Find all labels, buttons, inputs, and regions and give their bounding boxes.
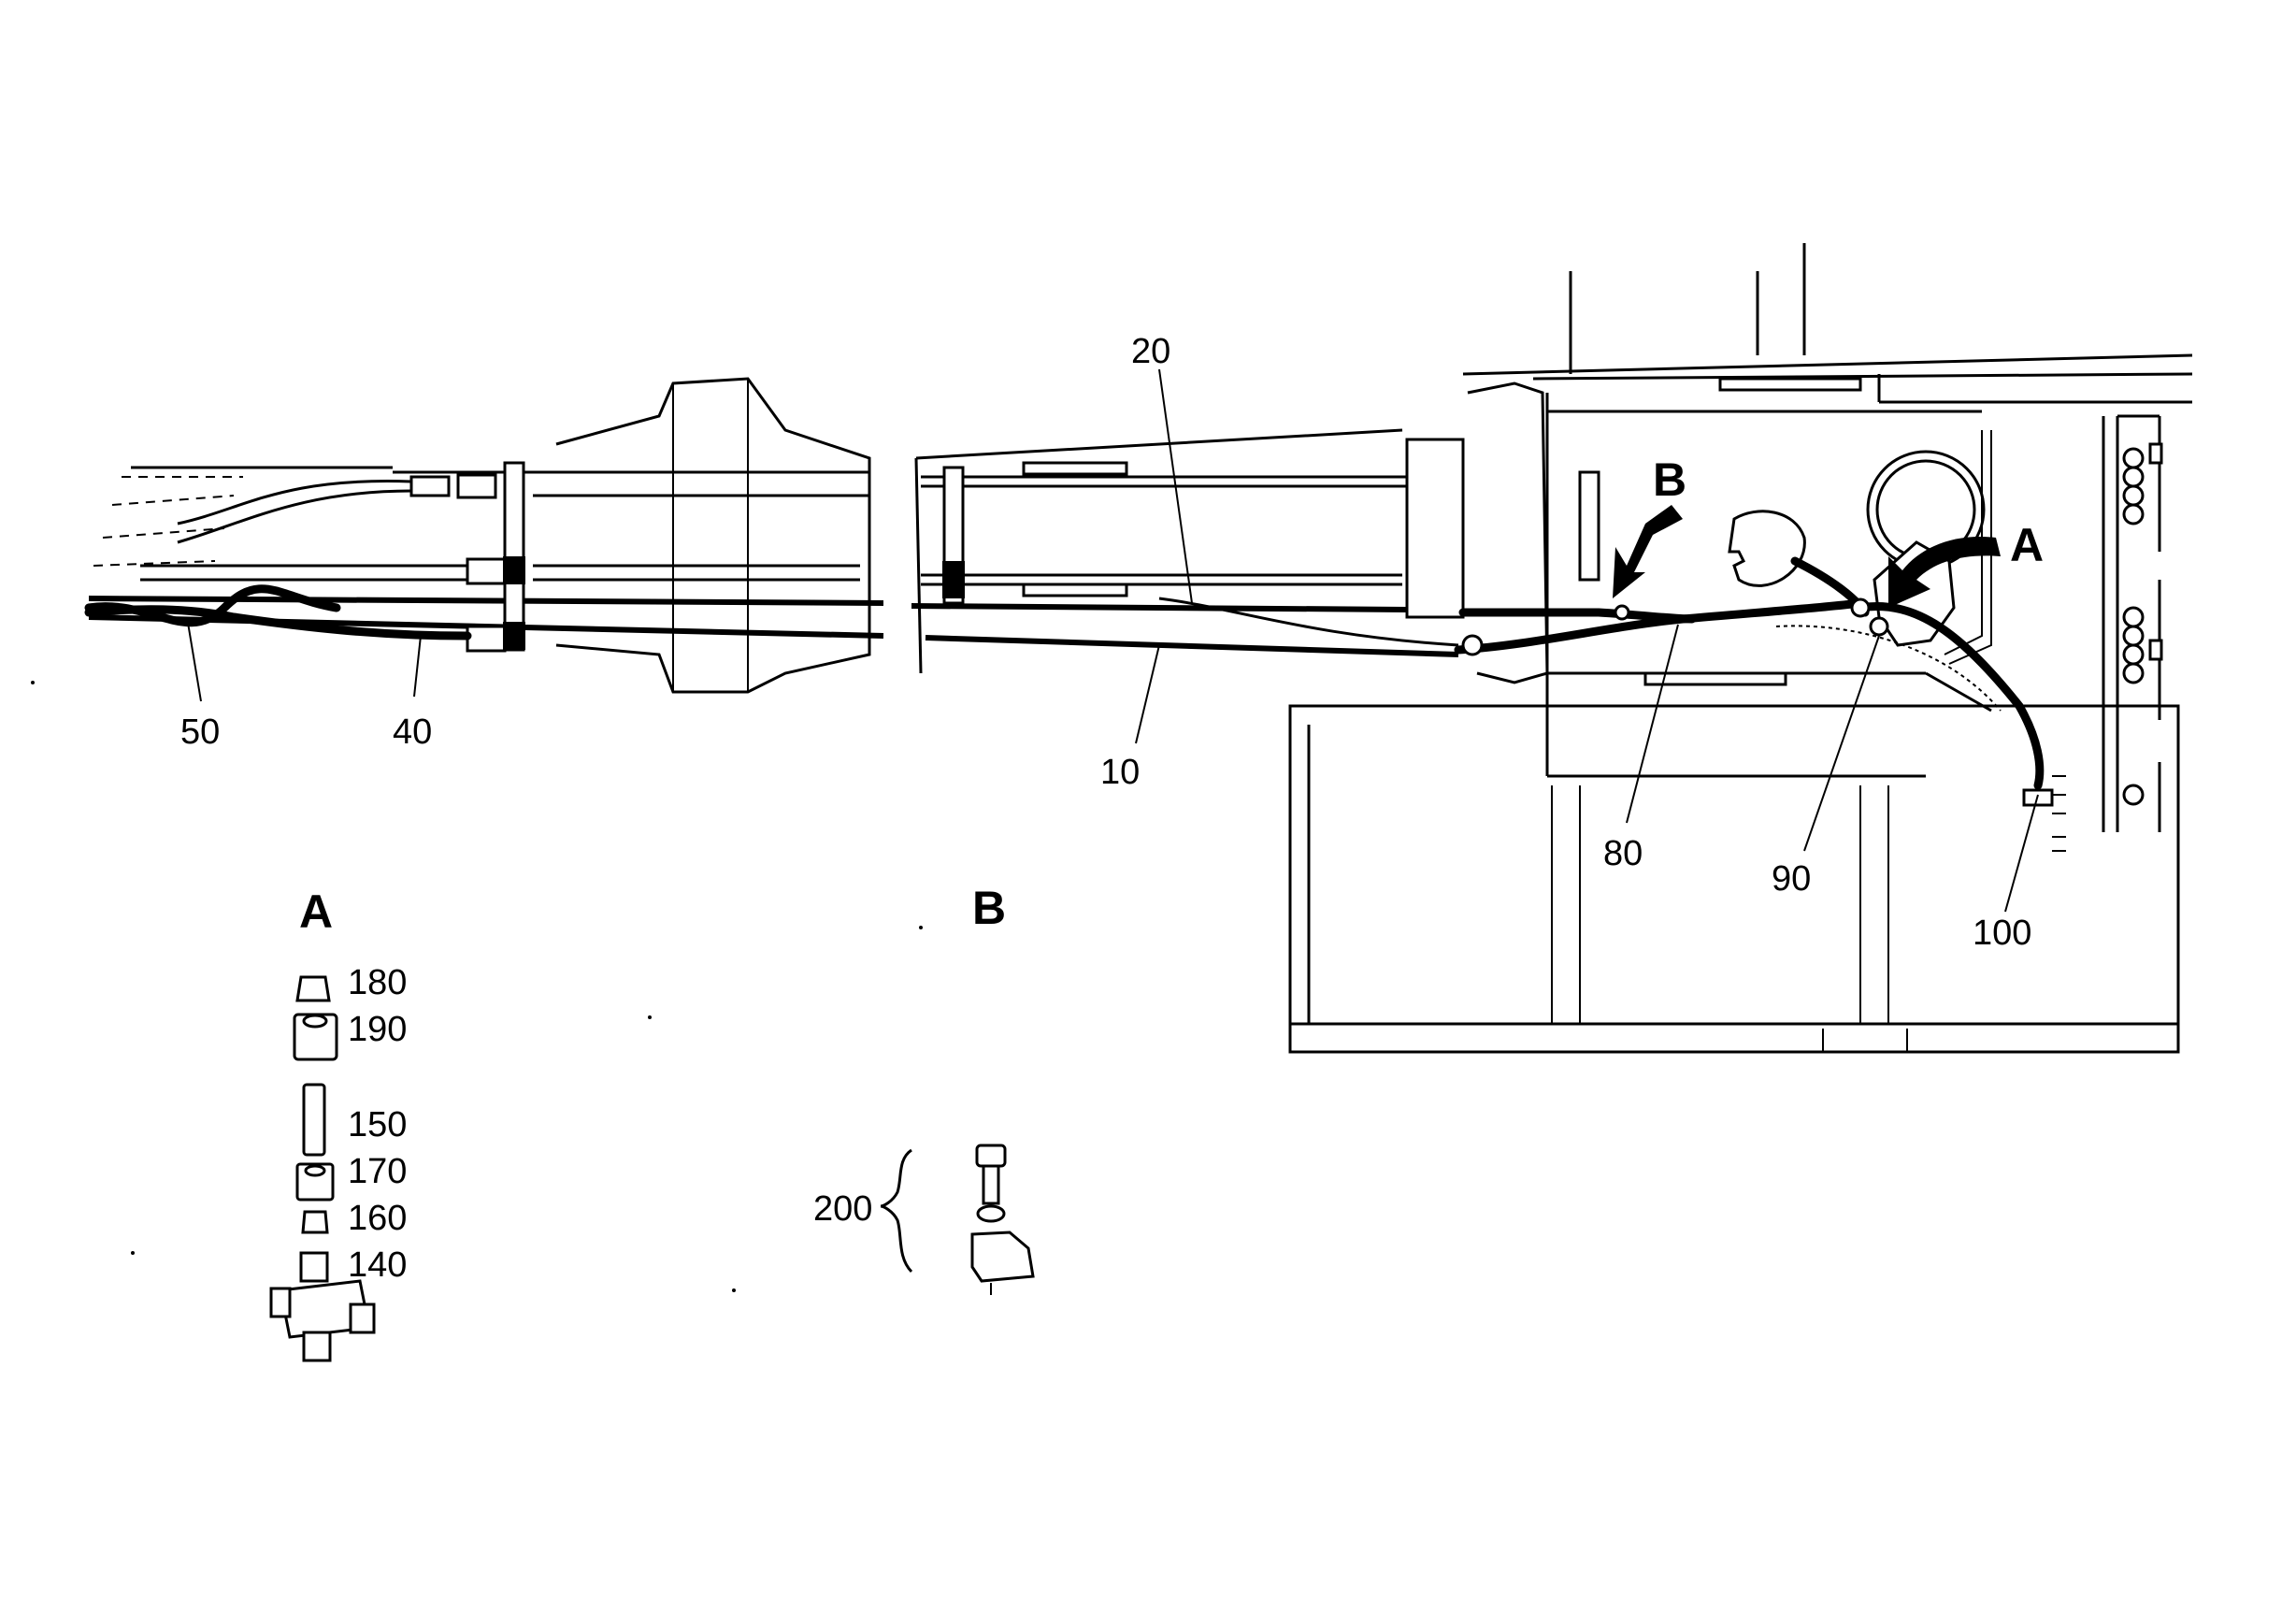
callout-100: 100 [1973,914,2031,953]
callout-40: 40 [393,712,432,752]
part-160-icon [301,1210,329,1234]
part-label-190: 190 [348,1010,407,1049]
detail-a-title: A [299,885,333,938]
detail-b-title: B [972,882,1006,934]
detail-b: B 200 [813,882,1035,1295]
leader-lines [186,368,2039,913]
part-label-180: 180 [348,963,407,1002]
boom-section-center [911,428,1465,674]
part-label-170: 170 [348,1152,407,1191]
callout-20: 20 [1131,332,1170,371]
washer-icon [976,1204,1006,1223]
view-arrow-b: B [1613,453,1686,598]
part-140-cross-fitting-icon [269,1251,376,1362]
callout-50: 50 [180,712,220,752]
hose-routing-right [1454,556,2045,790]
part-label-200: 200 [813,1189,872,1229]
view-arrow-a: A [1888,519,2044,608]
callout-10: 10 [1100,753,1140,792]
detail-a: A 180 190 150 170 160 140 [269,885,407,1362]
clamp-icon [970,1231,1035,1283]
view-marker-a: A [2010,519,2044,571]
brace-icon [880,1148,913,1274]
callout-labels: 20 10 40 50 80 90 100 [180,332,2031,953]
part-180-icon [295,975,331,1002]
part-label-150: 150 [348,1105,407,1144]
part-label-140: 140 [348,1245,407,1285]
turret-structure [1288,243,2193,1054]
part-label-160: 160 [348,1199,407,1238]
part-150-icon [302,1083,326,1157]
bolt-icon [975,1144,1007,1168]
view-marker-b: B [1653,453,1686,506]
callout-90: 90 [1772,859,1811,899]
callout-80: 80 [1603,834,1643,873]
valve-bank [2122,442,2163,806]
boom-section-left [84,377,884,694]
